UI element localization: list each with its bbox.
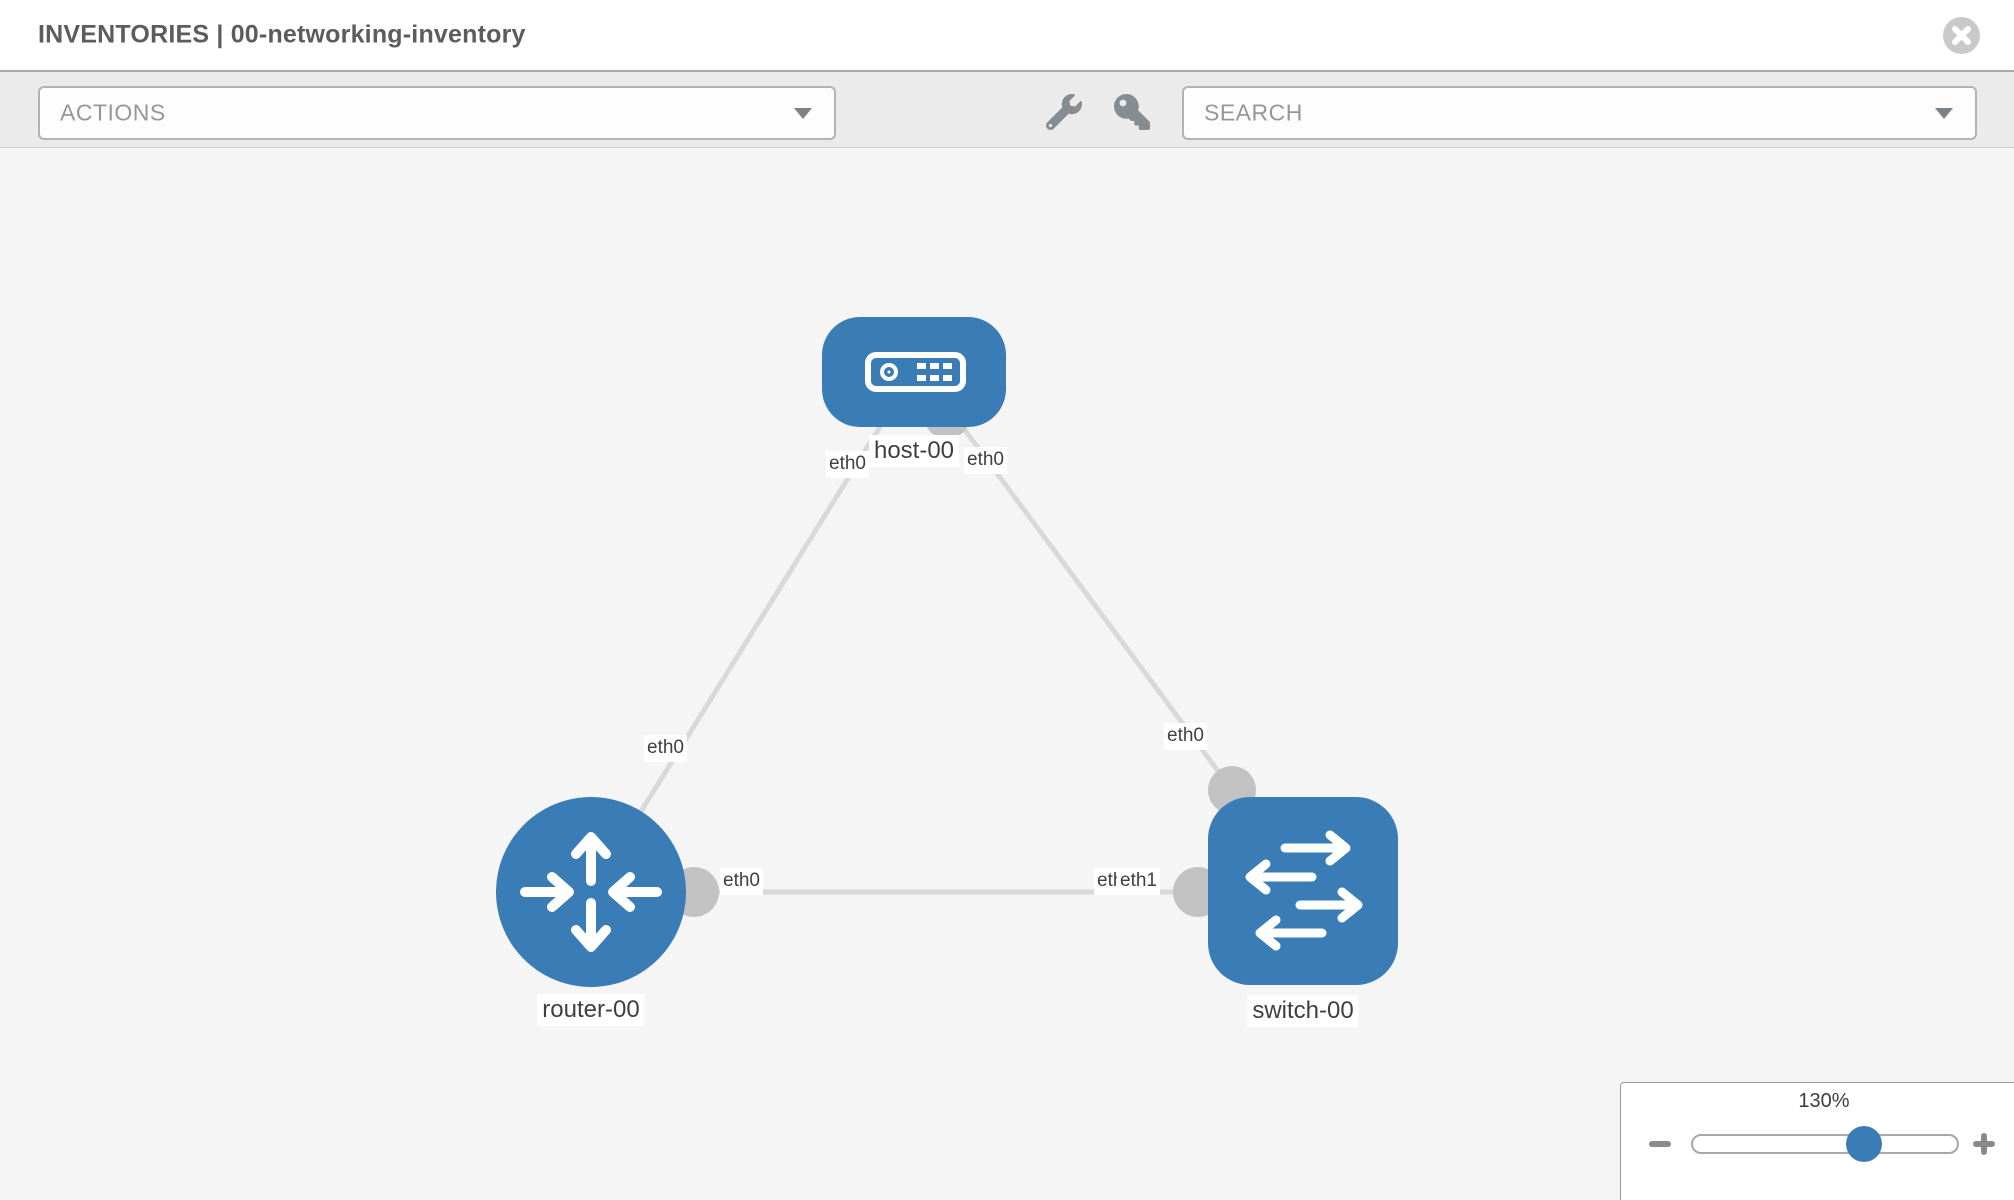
minus-icon — [1649, 1141, 1671, 1147]
wrench-icon — [1045, 94, 1082, 131]
interface-label-switch-to-host: eth0 — [1164, 723, 1207, 750]
actions-dropdown[interactable]: ACTIONS — [38, 86, 836, 140]
page-title: INVENTORIES | 00-networking-inventory — [38, 20, 526, 49]
actions-dropdown-label: ACTIONS — [60, 99, 166, 126]
interface-label-router-to-host: eth0 — [644, 735, 687, 762]
search-dropdown[interactable]: SEARCH — [1182, 86, 1977, 140]
zoom-level-label: 130% — [1798, 1090, 1850, 1112]
breadcrumb-header: INVENTORIES | 00-networking-inventory — [0, 0, 2014, 72]
close-button[interactable] — [1943, 17, 1980, 54]
interface-label-host-to-switch: eth0 — [964, 447, 1007, 474]
switch-icon — [1245, 830, 1363, 951]
chevron-down-icon — [1935, 108, 1953, 119]
node-label-host: host-00 — [868, 435, 960, 468]
key-button[interactable] — [1114, 94, 1150, 130]
node-switch-00[interactable] — [1208, 797, 1398, 985]
close-icon — [1952, 26, 1971, 45]
node-router-00[interactable] — [496, 797, 686, 987]
interface-label-router-to-switch: eth0 — [720, 868, 763, 895]
router-icon — [520, 832, 662, 952]
node-label-switch: switch-00 — [1247, 995, 1359, 1028]
node-host-00[interactable] — [822, 317, 1006, 427]
node-label-router: router-00 — [537, 994, 645, 1027]
chevron-down-icon — [794, 108, 812, 119]
host-icon — [865, 352, 966, 392]
zoom-panel: 130% — [1620, 1082, 2014, 1200]
topology-canvas[interactable]: host-00 router-00 switch-00 eth0 eth0 et… — [0, 148, 2014, 1200]
search-placeholder: SEARCH — [1204, 99, 1303, 126]
zoom-slider-track[interactable] — [1691, 1126, 1959, 1162]
interface-label-host-to-router: eth0 — [826, 451, 869, 478]
zoom-in-button[interactable] — [1971, 1131, 1997, 1157]
zoom-out-button[interactable] — [1647, 1131, 1673, 1157]
wrench-button[interactable] — [1045, 94, 1082, 131]
plus-icon — [1973, 1133, 1995, 1155]
toolbar: ACTIONS SEARCH — [0, 72, 2014, 148]
zoom-slider-thumb[interactable] — [1846, 1126, 1882, 1162]
key-icon — [1114, 94, 1150, 130]
interface-label-switch-to-router: eth1 — [1117, 868, 1160, 895]
